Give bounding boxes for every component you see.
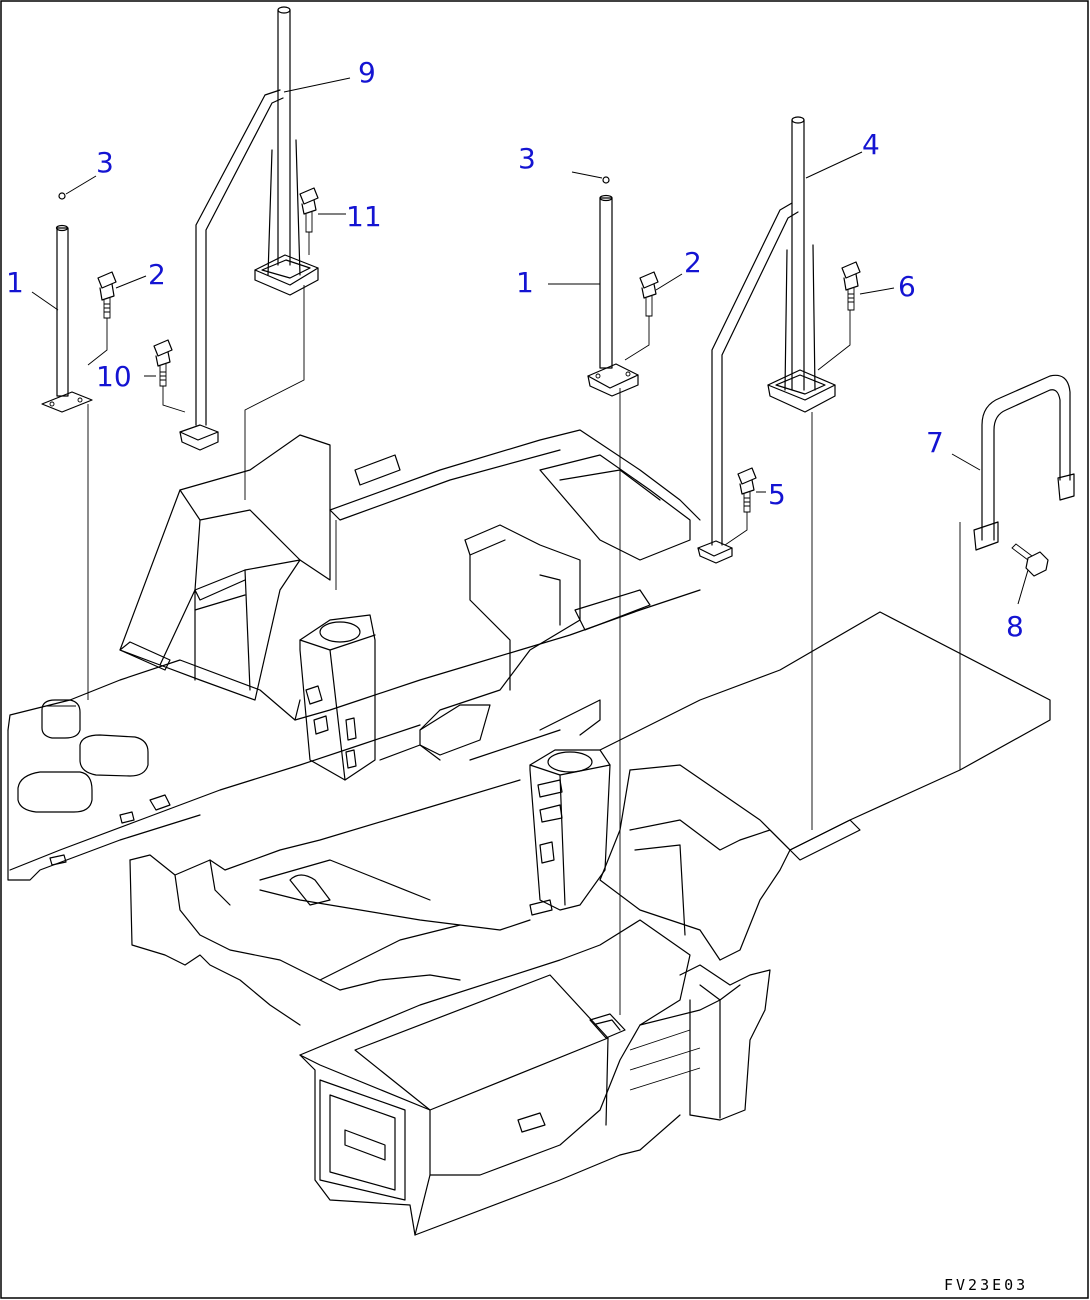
post-part-1-right [587, 176, 639, 397]
left-floor-frame [7, 589, 701, 881]
callout-1-right: 1 [516, 266, 534, 299]
lower-frame-rail [129, 779, 531, 1026]
callout-9: 9 [358, 56, 376, 89]
cross-member [329, 429, 701, 761]
front-box [299, 919, 721, 1236]
callout-11: 11 [346, 200, 382, 233]
handrail-part-4 [697, 116, 836, 564]
callout-10: 10 [96, 360, 132, 393]
bolt-part-10 [153, 339, 173, 387]
right-tower [529, 749, 611, 916]
drawing-code: FV23E03 [944, 1276, 1028, 1294]
left-tower [294, 614, 376, 781]
callout-3-right: 3 [518, 142, 536, 175]
grab-handle-part-7 [973, 374, 1075, 551]
callout-3-left: 3 [96, 146, 114, 179]
post-part-1-left [41, 192, 93, 413]
bolt-part-11 [299, 187, 319, 233]
callout-5: 5 [768, 478, 786, 511]
bolt-part-5 [737, 467, 757, 513]
callout-7: 7 [926, 426, 944, 459]
bolt-part-2-right [639, 271, 659, 317]
right-deck [599, 611, 1051, 1121]
callout-1-left: 1 [6, 266, 24, 299]
callout-2-right: 2 [684, 246, 702, 279]
bolt-part-8 [1011, 543, 1049, 577]
bolt-part-2-left [97, 271, 117, 319]
bolt-part-6 [841, 261, 861, 311]
callout-4: 4 [862, 128, 880, 161]
callout-2-left: 2 [148, 258, 166, 291]
assembly-lines [31, 77, 1029, 1015]
handrail-part-9 [179, 6, 319, 451]
callout-8: 8 [1006, 610, 1024, 643]
callout-6: 6 [898, 270, 916, 303]
callout-labels: 1 2 3 9 10 11 3 1 2 4 6 5 7 8 [6, 56, 1024, 643]
left-bracket-block [119, 434, 331, 701]
